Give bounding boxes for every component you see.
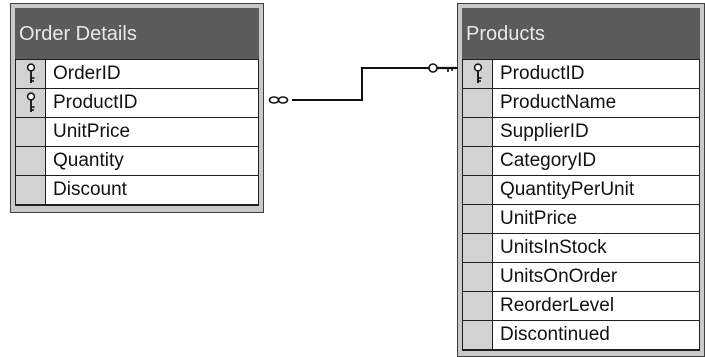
row-selector[interactable]: [463, 176, 493, 204]
column-name: ProductID: [53, 92, 138, 113]
table-products[interactable]: Products ProductID ProductName SupplierI…: [457, 3, 705, 357]
column-row-unitprice[interactable]: UnitPrice: [463, 205, 699, 234]
row-selector[interactable]: [463, 263, 493, 291]
column-name: Discount: [53, 179, 127, 200]
column-name: UnitPrice: [500, 208, 578, 229]
row-selector[interactable]: [16, 176, 46, 204]
column-row-unitsonorder[interactable]: UnitsOnOrder: [463, 263, 699, 292]
column-name: Quantity: [53, 150, 124, 171]
column-name: UnitsInStock: [500, 237, 607, 258]
row-selector[interactable]: [463, 147, 493, 175]
column-name: OrderID: [53, 63, 121, 84]
column-grid-order-details: OrderID ProductID UnitPrice Quantity Dis…: [15, 59, 259, 206]
column-row-productname[interactable]: ProductName: [463, 89, 699, 118]
row-selector[interactable]: [16, 147, 46, 175]
column-name: SupplierID: [500, 121, 589, 142]
column-row-unitprice[interactable]: UnitPrice: [16, 118, 258, 147]
row-selector[interactable]: [463, 205, 493, 233]
column-row-discontinued[interactable]: Discontinued: [463, 321, 699, 351]
row-selector[interactable]: [16, 118, 46, 146]
column-name: ReorderLevel: [500, 295, 615, 316]
row-selector[interactable]: [463, 118, 493, 146]
column-name: UnitsOnOrder: [500, 266, 618, 287]
column-row-productid[interactable]: ProductID: [463, 60, 699, 89]
key-icon: [25, 92, 37, 114]
column-grid-products: ProductID ProductName SupplierID Categor…: [462, 59, 700, 351]
key-icon: [25, 63, 37, 85]
row-selector[interactable]: [463, 89, 493, 117]
column-row-reorderlevel[interactable]: ReorderLevel: [463, 292, 699, 321]
column-name: Discontinued: [500, 324, 610, 345]
column-row-quantityperunit[interactable]: QuantityPerUnit: [463, 176, 699, 205]
row-selector[interactable]: [463, 292, 493, 320]
column-name: CategoryID: [500, 150, 597, 171]
relationship-line: [292, 67, 458, 101]
column-row-discount[interactable]: Discount: [16, 176, 258, 206]
table-order-details[interactable]: Order Details OrderID ProductID UnitPric…: [10, 3, 264, 213]
row-selector[interactable]: [16, 60, 46, 88]
key-icon: [428, 63, 456, 73]
table-title-order-details[interactable]: Order Details: [15, 8, 259, 59]
column-row-productid[interactable]: ProductID: [16, 89, 258, 118]
row-selector[interactable]: [463, 321, 493, 349]
row-selector[interactable]: [463, 60, 493, 88]
column-name: ProductName: [500, 92, 617, 113]
column-name: QuantityPerUnit: [500, 179, 635, 200]
infinity-icon: [268, 96, 289, 104]
column-row-orderid[interactable]: OrderID: [16, 60, 258, 89]
column-row-quantity[interactable]: Quantity: [16, 147, 258, 176]
column-name: ProductID: [500, 63, 585, 84]
column-name: UnitPrice: [53, 121, 131, 142]
column-row-categoryid[interactable]: CategoryID: [463, 147, 699, 176]
column-row-supplierid[interactable]: SupplierID: [463, 118, 699, 147]
row-selector[interactable]: [16, 89, 46, 117]
table-title-products[interactable]: Products: [462, 8, 700, 59]
key-icon: [472, 63, 484, 85]
column-row-unitsinstock[interactable]: UnitsInStock: [463, 234, 699, 263]
row-selector[interactable]: [463, 234, 493, 262]
